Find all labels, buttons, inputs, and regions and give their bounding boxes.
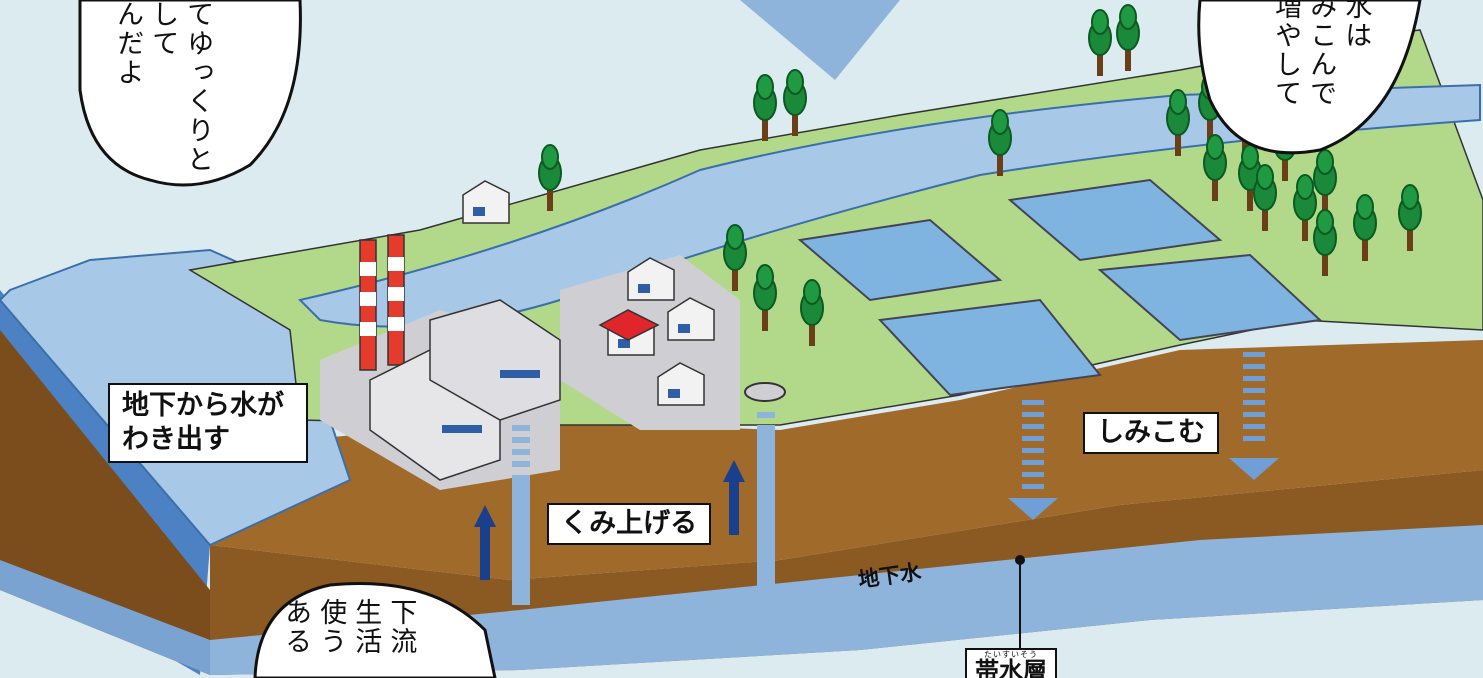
bubble-top-left-line-1: てゆっくりと (182, 0, 214, 174)
paddy-2 (877, 298, 1102, 397)
seep-label: しみこむ (1083, 412, 1219, 454)
aquifer-band (210, 525, 1483, 675)
aquifer-label-text: 帯水層 (975, 657, 1047, 678)
bubble-tail-top (740, 0, 900, 80)
bubble-top-left-line-3: んだよ (112, 0, 144, 87)
spring-label-line-2: わき出す (122, 423, 230, 455)
pump-pipe-2 (757, 425, 775, 625)
seep-label-text: しみこむ (1097, 417, 1205, 448)
pump-label: くみ上げる (547, 503, 712, 545)
paddy-4 (1097, 253, 1323, 342)
bubble-bottom-left-line-3: 使う (315, 598, 347, 656)
spring-label-line-1: 地下から水が (122, 390, 284, 421)
bubble-top-right-line-1: 水は (1340, 0, 1372, 50)
speech-bubble-top-right (1197, 0, 1422, 155)
aquifer-label: たいすいそう 帯水層 (965, 648, 1057, 678)
bubble-top-right-line-2: みこんで (1305, 0, 1337, 108)
aquifer-ruby: たいすいそう (984, 650, 1038, 659)
pump-label-text: くみ上げる (561, 508, 698, 539)
speech-bubble-bottom-left (253, 581, 497, 678)
bubble-top-right-text: 水は みこんで 増やして (1268, 0, 1373, 112)
spring-label: 地下から水が わき出す (108, 383, 308, 463)
soil-layer (10, 300, 1483, 580)
paddy-3 (1007, 178, 1223, 262)
factory-building-2 (429, 299, 561, 421)
seep-arrows (1008, 352, 1279, 520)
bubble-top-left-text: てゆっくりと して んだよ (110, 0, 215, 175)
speech-bubble-top-left (78, 0, 302, 187)
pump-pipe-1 (512, 475, 530, 605)
bubble-top-left-line-2: して (147, 0, 179, 58)
up-arrows (474, 460, 745, 580)
bubble-bottom-left-line-4: ある (280, 598, 312, 656)
well (744, 382, 786, 402)
bubble-bottom-left-text: 下流 生活 使う ある (278, 598, 418, 678)
bubble-bottom-left-line-2: 生活 (350, 598, 382, 656)
house-riverside (462, 180, 510, 224)
paddy-1 (797, 218, 1003, 302)
bubble-bottom-left-line-1: 下流 (385, 598, 417, 656)
bubble-top-right-line-3: 増やして (1270, 0, 1302, 108)
